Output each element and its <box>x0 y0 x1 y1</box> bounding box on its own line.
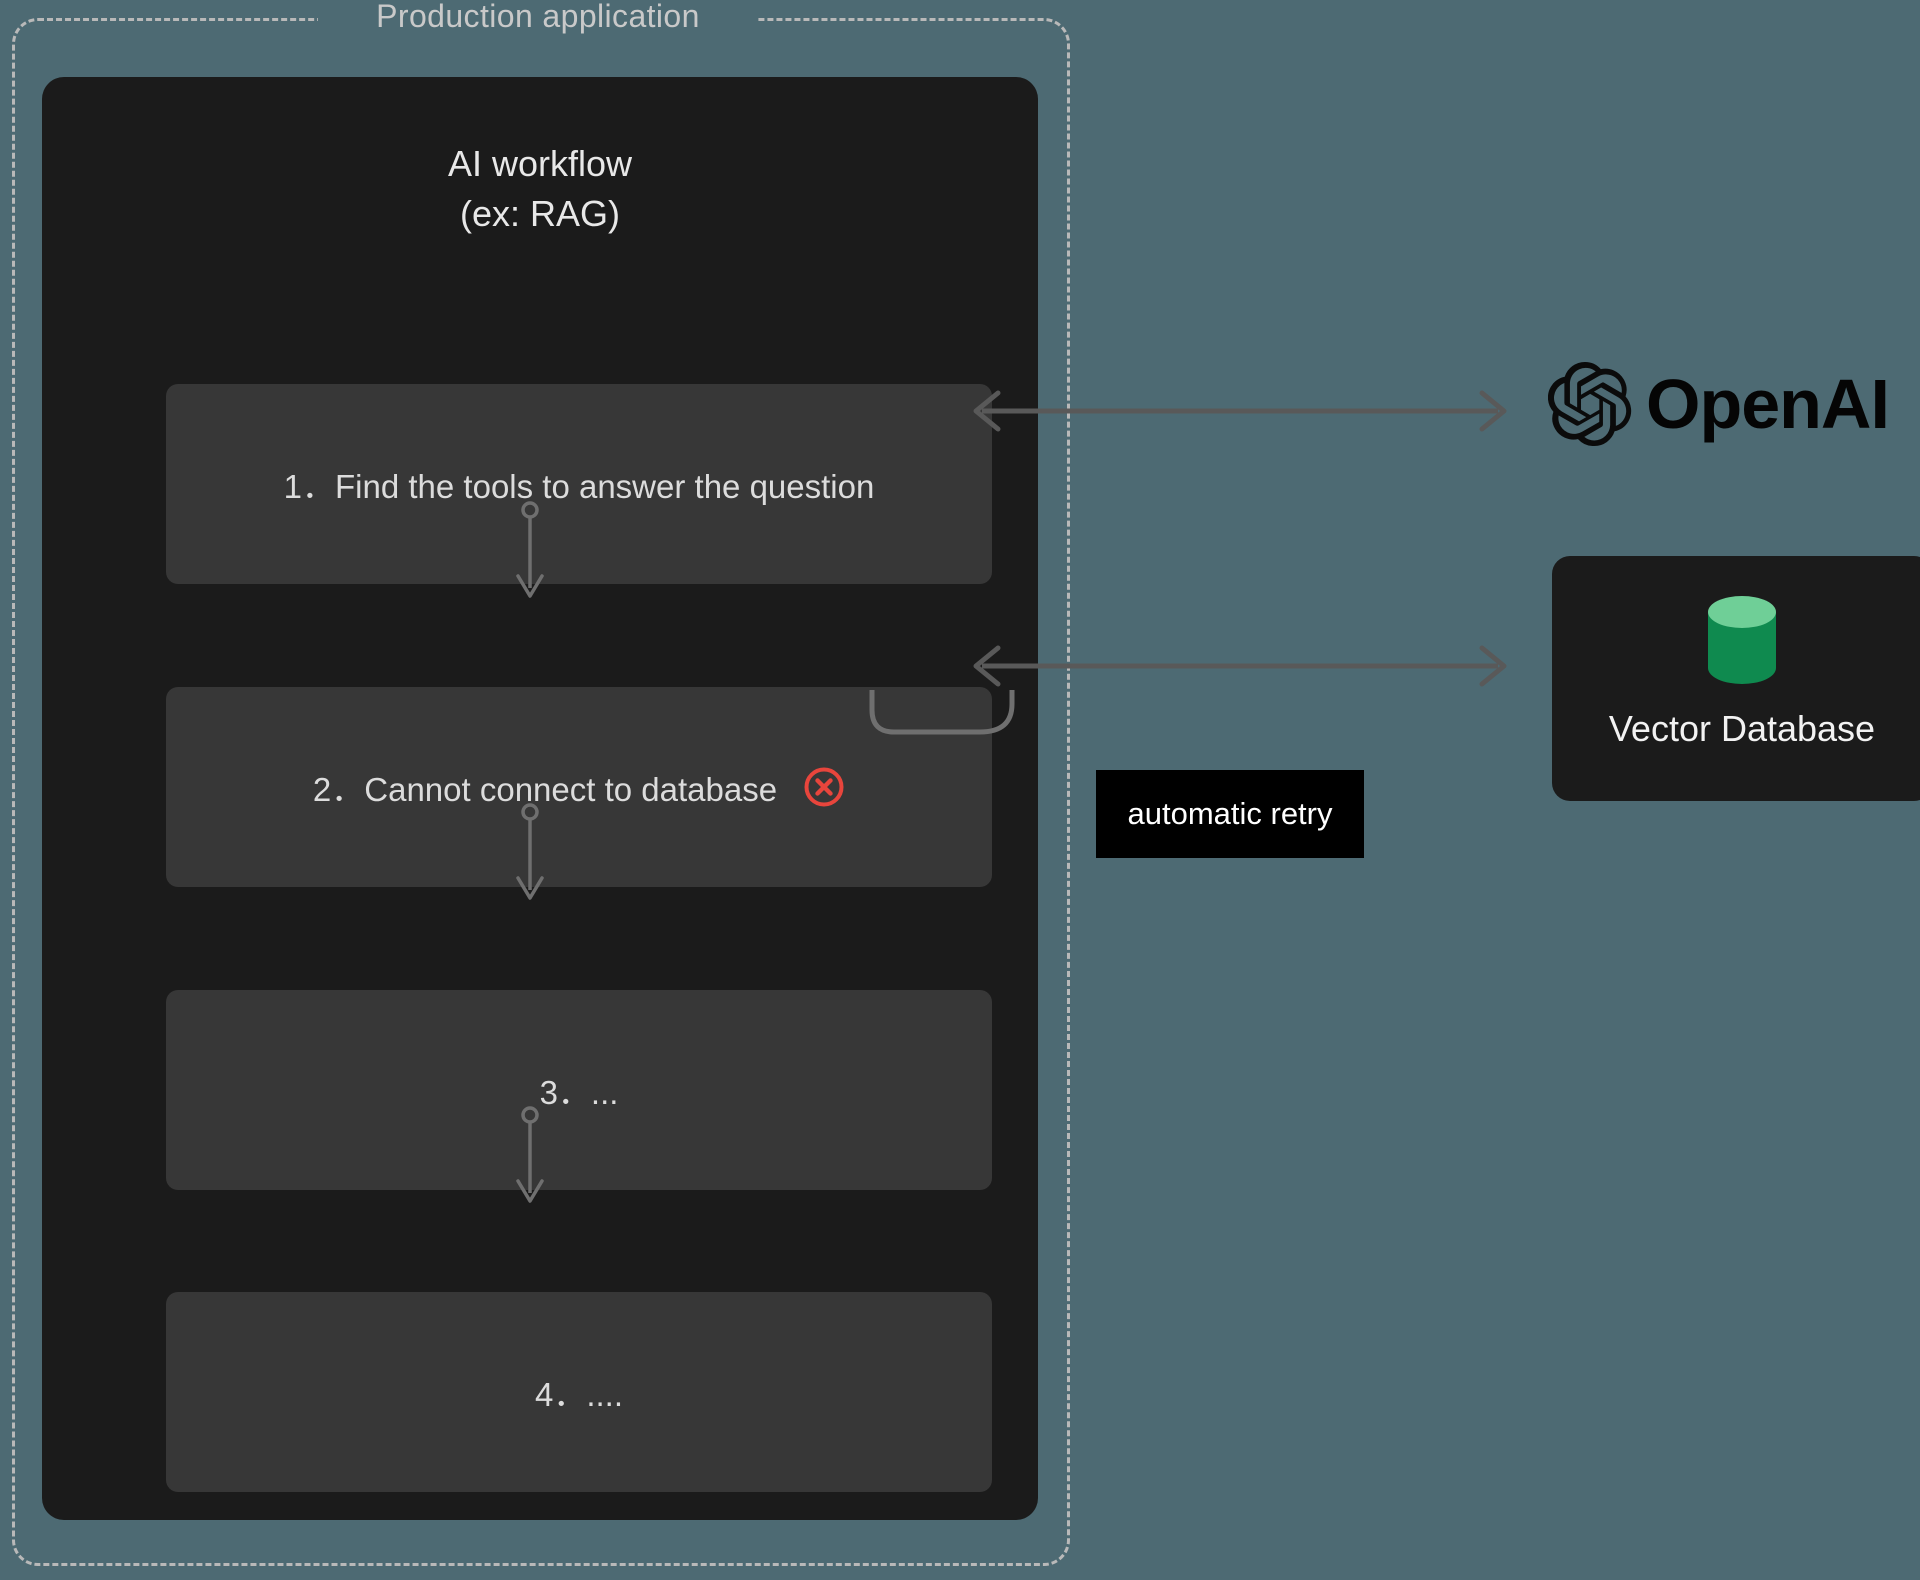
ai-workflow-title: AI workflow (ex: RAG) <box>447 143 633 234</box>
workflow-step-2-label: 2．Cannot connect to database <box>312 771 778 808</box>
workflow-step-3-label: 3．... <box>539 1074 619 1111</box>
automatic-retry-badge: automatic retry <box>1096 770 1364 858</box>
connector-step3-step4 <box>500 1105 560 1215</box>
workflow-step-2[interactable]: 2．Cannot connect to database <box>166 687 992 887</box>
production-application-title: Production application <box>318 0 758 35</box>
workflow-step-3[interactable]: 3．... <box>166 990 992 1190</box>
openai-service: OpenAI <box>1548 362 1890 446</box>
connection-step2-vector-database <box>960 640 1520 692</box>
vector-database-card: Vector Database <box>1552 556 1920 801</box>
vector-database-label: Vector Database <box>1608 708 1876 749</box>
error-circle-x-icon <box>803 766 845 808</box>
openai-logo-icon <box>1548 362 1632 446</box>
connector-step1-step2 <box>500 500 560 610</box>
ai-workflow-panel: AI workflow (ex: RAG) 1．Find the tools t… <box>42 77 1038 1520</box>
openai-wordmark: OpenAI <box>1646 365 1890 443</box>
workflow-step-1[interactable]: 1．Find the tools to answer the question <box>166 384 992 584</box>
connection-step1-openai <box>960 385 1520 437</box>
connector-step2-step3 <box>500 802 560 912</box>
workflow-step-1-label: 1．Find the tools to answer the question <box>283 468 875 505</box>
workflow-step-4[interactable]: 4．.... <box>166 1292 992 1492</box>
workflow-step-4-label: 4．.... <box>534 1376 624 1413</box>
automatic-retry-label: automatic retry <box>1127 796 1333 831</box>
